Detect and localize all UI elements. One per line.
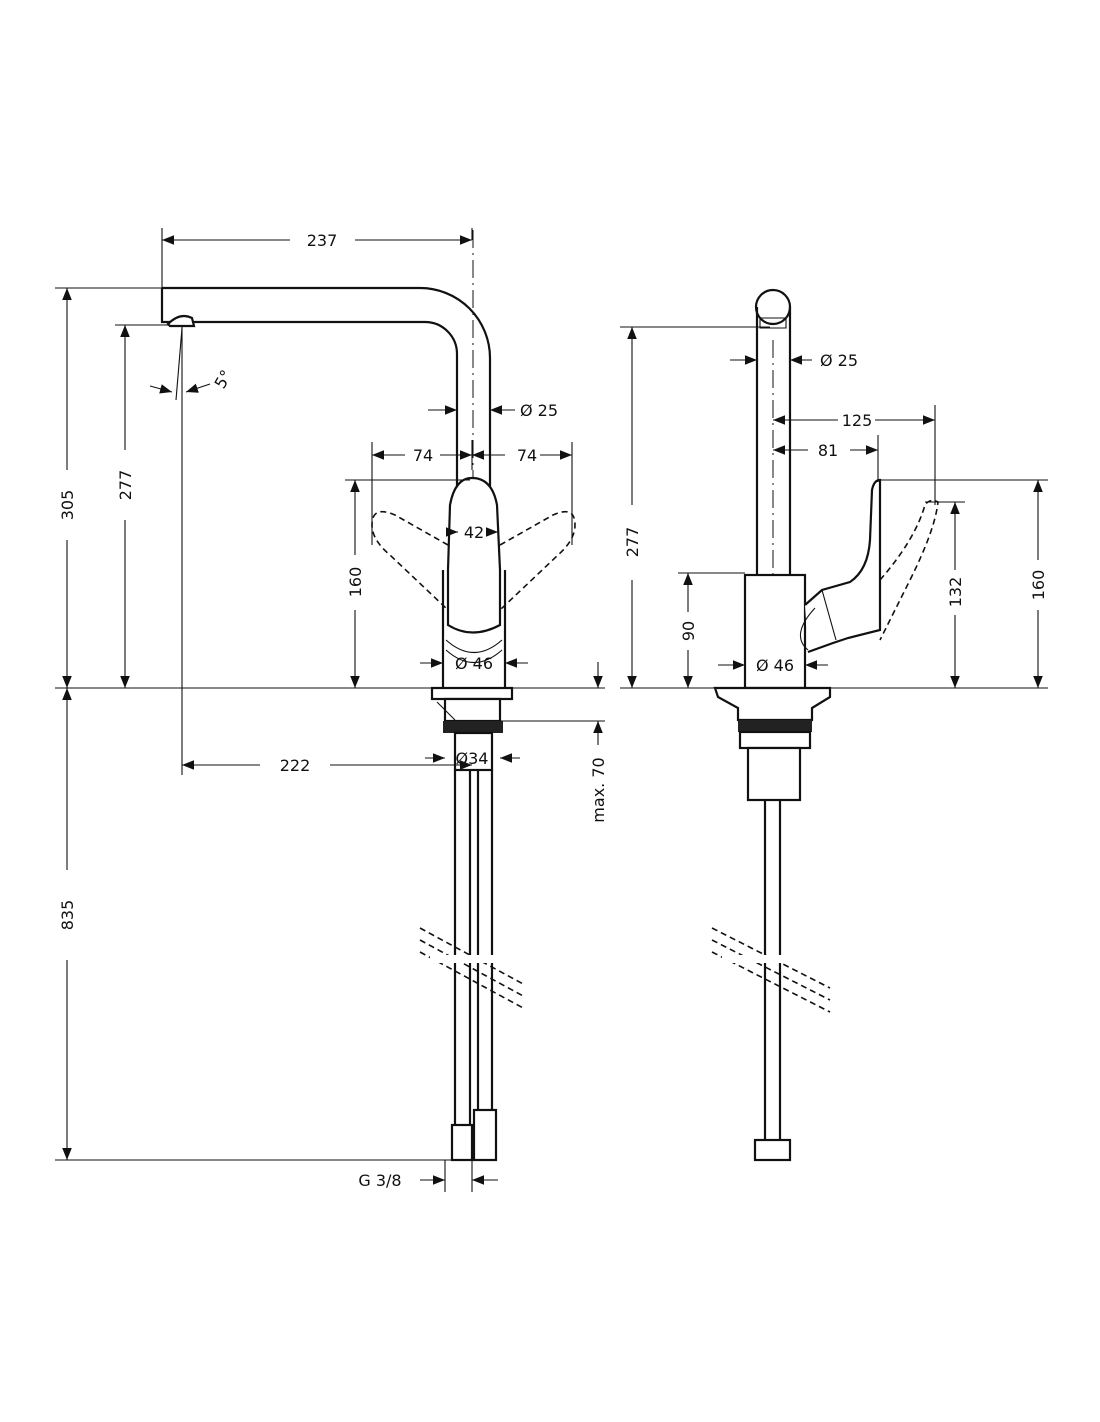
dim-body-diameter: Ø 46 xyxy=(455,654,493,673)
base-plate xyxy=(430,686,514,701)
dim-lever-height: 160 xyxy=(1029,570,1048,601)
dim-outlet-height: 277 xyxy=(116,470,135,501)
dim-lever-reach-open: 125 xyxy=(842,411,873,430)
hose-2 xyxy=(476,770,494,1125)
connector-2 xyxy=(472,1108,498,1162)
aerator xyxy=(166,314,196,328)
dim-spout-reach: 237 xyxy=(307,231,338,250)
lever-left-position xyxy=(371,510,449,611)
dim-lever-left: 74 xyxy=(413,446,433,465)
dim-lever-height: 160 xyxy=(346,567,365,598)
lever xyxy=(804,478,882,654)
base-plate xyxy=(713,686,832,722)
front-view: 237 305 277 5° Ø 25 74 74 160 xyxy=(55,228,608,1192)
body xyxy=(743,573,807,690)
dim-outlet-height: 277 xyxy=(623,527,642,558)
dim-total-height: 305 xyxy=(58,490,77,521)
dim-spray-angle: 5° xyxy=(210,367,236,392)
lever-right-position xyxy=(499,510,576,611)
dim-lever-width: 42 xyxy=(464,523,484,542)
pipe xyxy=(755,307,792,575)
break-mark xyxy=(419,927,526,1010)
connector xyxy=(753,1138,792,1162)
connector-1 xyxy=(450,1123,474,1162)
hose xyxy=(763,800,782,1140)
dim-connection: G 3/8 xyxy=(358,1171,401,1190)
side-view: 277 Ø 25 125 81 90 Ø 46 132 160 xyxy=(620,288,1048,1162)
dim-lever-height-open: 132 xyxy=(946,577,965,608)
lever xyxy=(446,476,502,634)
dim-hose-length: 835 xyxy=(58,900,77,931)
body xyxy=(441,570,507,688)
shank xyxy=(746,746,802,802)
dim-pipe-diameter: Ø 25 xyxy=(520,401,558,420)
dim-outlet-to-center: 222 xyxy=(280,756,311,775)
dim-body-height: 90 xyxy=(679,621,698,641)
break-mark xyxy=(711,927,831,1013)
dim-pipe-diameter: Ø 25 xyxy=(820,351,858,370)
dim-lever-right: 74 xyxy=(517,446,537,465)
spout xyxy=(162,286,492,500)
dim-lever-reach: 81 xyxy=(818,441,838,460)
lever-open-position xyxy=(879,499,939,641)
spout-end xyxy=(754,288,792,326)
dim-shank-diameter: Ø34 xyxy=(456,749,489,768)
dim-max-deck: max. 70 xyxy=(589,757,608,822)
dim-body-diameter: Ø 46 xyxy=(756,656,794,675)
